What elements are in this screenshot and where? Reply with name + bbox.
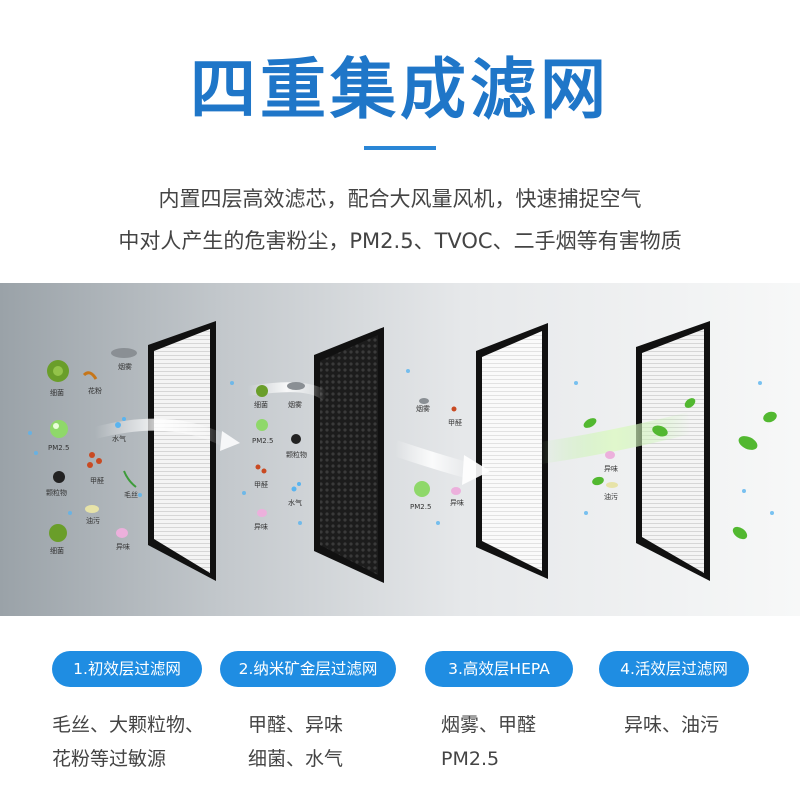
label-formaldehyde-3: 甲醛: [448, 418, 462, 427]
label-pollen-1: 花粉: [88, 386, 102, 395]
label-bacteria-3: 细菌: [254, 400, 268, 409]
airflow-arrow-1: [93, 418, 240, 451]
formaldehyde-icon-3: [451, 406, 457, 412]
label-water-1: 水气: [112, 434, 126, 443]
airflow-arrow-4: [538, 412, 693, 464]
airflow-arrow-3: [392, 440, 490, 485]
layer-2-target-line-2: 细菌、水气: [248, 748, 344, 770]
filter-panel-4: [636, 321, 710, 581]
label-hair-1: 毛丝: [124, 490, 138, 499]
label-water-2: 水气: [288, 498, 302, 507]
bacteria-icon-3: [256, 385, 268, 397]
pm25-icon-3: [414, 481, 430, 497]
formaldehyde-icon: [87, 452, 102, 468]
description-line-2: 中对人产生的危害粉尘，PM2.5、TVOC、二手烟等有害物质: [118, 229, 682, 253]
filter-scene-svg: 细菌 烟雾 花粉 PM2.5 水气 甲醛 颗粒物: [28, 321, 777, 583]
label-formaldehyde-2: 甲醛: [254, 480, 268, 489]
layer-3-target-line-1: 烟雾、甲醛: [441, 714, 537, 736]
bacteria-icon-2: [49, 524, 67, 542]
description-line-1: 内置四层高效滤芯，配合大风量风机，快速捕捉空气: [158, 187, 642, 211]
smoke-icon-2: [287, 382, 305, 390]
smoke-icon: [111, 348, 137, 358]
water-bubbles: [28, 369, 774, 525]
bacteria-icon: [47, 360, 69, 382]
water-icon: [115, 417, 126, 428]
hair-icon: [123, 470, 137, 488]
leaf-icons: [583, 398, 777, 540]
label-bacteria-2: 细菌: [50, 546, 64, 555]
particles-icon-2: [291, 434, 301, 444]
layer-1-target-line-1: 毛丝、大颗粒物、: [52, 714, 205, 736]
layer-1-badge: 1.初效层过滤网: [52, 651, 202, 687]
oil-icon: [85, 505, 99, 513]
label-oil-2: 油污: [604, 492, 618, 501]
label-smoke-1: 烟雾: [118, 362, 132, 371]
layer-2-badge: 2.纳米矿金层过滤网: [220, 651, 396, 687]
filter-illustration: 细菌 烟雾 花粉 PM2.5 水气 甲醛 颗粒物: [0, 283, 800, 616]
label-odor-2: 异味: [254, 522, 268, 531]
filter-panel-2: [314, 327, 384, 583]
label-odor-4: 异味: [604, 464, 618, 473]
filter-panel-3: [476, 323, 548, 579]
label-particles-2: 颗粒物: [286, 450, 307, 459]
layer-1-targets: 毛丝、大颗粒物、 花粉等过敏源: [52, 708, 204, 776]
label-particles-1: 颗粒物: [46, 488, 67, 497]
label-formaldehyde-1: 甲醛: [90, 476, 104, 485]
water-icon-2: [291, 482, 301, 492]
label-pm25-2: PM2.5: [252, 437, 273, 445]
layer-4-badge: 4.活效层过滤网: [599, 651, 749, 687]
layer-2-targets: 甲醛、异味 细菌、水气: [248, 708, 343, 776]
pollen-icon: [82, 371, 98, 380]
layer-1-target-line-2: 花粉等过敏源: [52, 748, 167, 770]
odor-icon-2: [257, 509, 267, 517]
layer-4-target-line-1: 异味、油污: [624, 714, 720, 736]
title-underline: [364, 146, 436, 150]
label-pm25-3: PM2.5: [410, 503, 431, 511]
smoke-icon-3: [419, 398, 429, 404]
particles-icon: [53, 471, 65, 483]
layer-4-targets: 异味、油污: [624, 708, 719, 742]
label-odor-1: 异味: [116, 542, 130, 551]
label-smoke-3: 烟雾: [416, 404, 430, 413]
label-odor-3: 异味: [450, 498, 464, 507]
label-bacteria-1: 细菌: [50, 388, 64, 397]
odor-icon-4: [605, 451, 615, 459]
layer-3-badge: 3.高效层HEPA: [425, 651, 573, 687]
pm25-icon: [50, 420, 68, 438]
layer-3-targets: 烟雾、甲醛 PM2.5: [441, 708, 536, 776]
label-smoke-2: 烟雾: [288, 400, 302, 409]
formaldehyde-icon-2: [255, 464, 267, 474]
odor-icon: [116, 528, 128, 538]
pm25-icon-2: [256, 419, 268, 431]
label-pm25-1: PM2.5: [48, 444, 69, 452]
oil-icon-2: [606, 482, 618, 488]
odor-icon-3: [451, 487, 461, 495]
page-title: 四重集成滤网: [190, 51, 610, 128]
filter-panel-1: [148, 321, 216, 581]
layer-3-target-line-2: PM2.5: [441, 748, 500, 770]
layer-2-target-line-1: 甲醛、异味: [248, 714, 344, 736]
label-oil-1: 油污: [86, 516, 100, 525]
